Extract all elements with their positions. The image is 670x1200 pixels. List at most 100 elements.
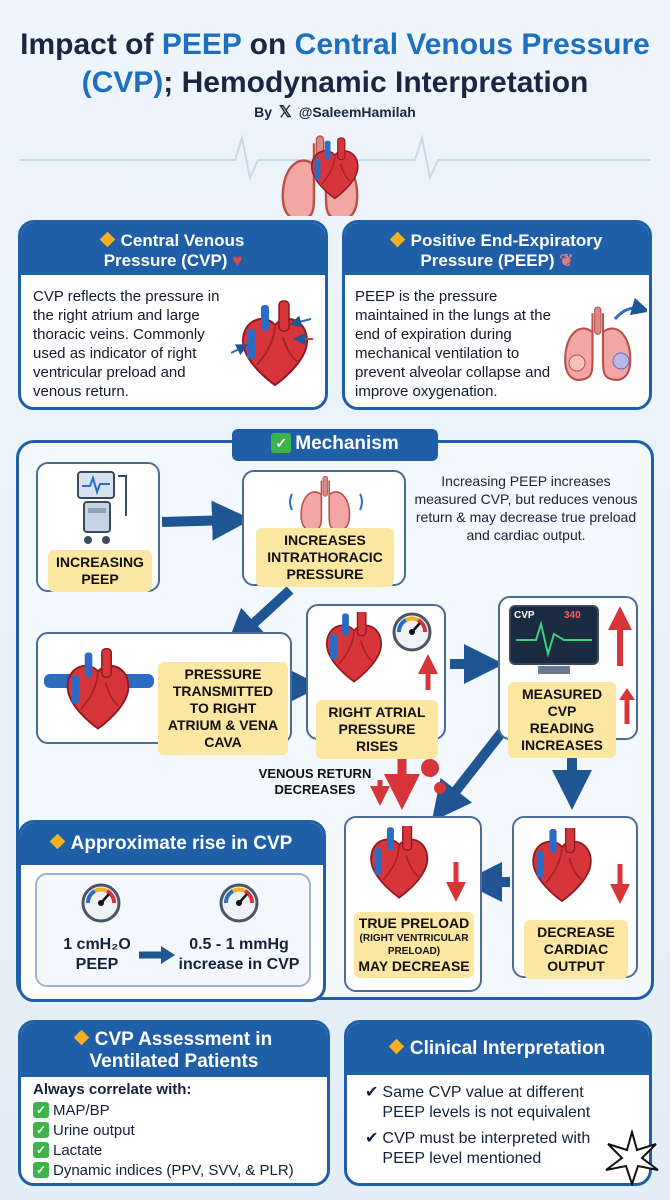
assessment-title: Ventilated Patients — [89, 1051, 259, 1072]
true-preload-sub: (RIGHT VENTRICULAR PRELOAD) — [359, 933, 469, 957]
true-preload-line: MAY DECREASE — [358, 958, 470, 974]
byline-handle: @SaleemHamilah — [298, 104, 416, 120]
mechanism-note: Increasing PEEP increases measured CVP, … — [414, 473, 638, 543]
step-cardiac-output: DECREASE CARDIAC OUTPUT — [512, 816, 638, 979]
step-label: MEASURED CVP READING INCREASES — [508, 682, 616, 758]
approx-left: 1 cmH₂O PEEP — [41, 935, 153, 975]
cvp-card-header: Central Venous Pressure (CVP) ♥ — [21, 223, 325, 275]
approx-inner — [35, 873, 311, 987]
clinical-header: Clinical Interpretation — [347, 1023, 649, 1075]
list-item-text: Same CVP value at different PEEP levels … — [382, 1084, 591, 1121]
mechanism-title: ✓Mechanism — [232, 429, 438, 461]
list-item-text: MAP/BP — [53, 1102, 110, 1119]
x-logo-icon: 𝕏 — [278, 104, 292, 121]
blood-cell-icon — [434, 782, 446, 794]
step-intrathoracic: INCREASES INTRATHORACIC PRESSURE — [242, 470, 406, 587]
blood-cell-icon — [421, 759, 439, 777]
title-peep: PEEP — [161, 28, 242, 61]
cvp-card: Central Venous Pressure (CVP) ♥ CVP refl… — [18, 220, 328, 410]
alveoli-lungs-icon — [564, 297, 647, 381]
gauge-icon — [81, 883, 121, 923]
step-label: INCREASING PEEP — [48, 550, 152, 592]
approx-card: Approximate rise in CVP 1 cmH₂O PEEP 0.5… — [18, 820, 326, 1002]
peep-card-title: Positive End-Expiratory — [410, 231, 603, 250]
heart-output-icon — [532, 828, 630, 904]
title-cvp-abbr: (CVP) — [81, 66, 164, 99]
approx-title: Approximate rise in CVP — [70, 833, 293, 854]
step-true-preload: TRUE PRELOAD (RIGHT VENTRICULAR PRELOAD)… — [344, 816, 482, 992]
list-item-text: Lactate — [53, 1142, 103, 1159]
list-item-text: Dynamic indices (PPV, SVV, & PLR) — [53, 1162, 294, 1179]
peep-card-title: Pressure (PEEP) — [420, 251, 555, 270]
heart-down-icon — [370, 826, 466, 902]
assessment-heading: Always correlate with: — [33, 1081, 192, 1098]
assessment-header: CVP Assessment in Ventilated Patients — [21, 1023, 327, 1077]
up-arrow-icon — [619, 688, 635, 724]
list-item: ✔Same CVP value at different PEEP levels… — [365, 1083, 627, 1123]
peep-card-text: PEEP is the pressure maintained in the l… — [355, 288, 551, 400]
title-text: Impact of — [20, 28, 162, 61]
sparkle-icon — [605, 1130, 659, 1186]
clinical-list: ✔Same CVP value at different PEEP levels… — [365, 1083, 627, 1169]
gauge-icon — [219, 883, 259, 923]
arrow-1 — [161, 500, 252, 541]
true-preload-line: TRUE PRELOAD — [358, 915, 470, 931]
peep-card: Positive End-Expiratory Pressure (PEEP) … — [342, 220, 652, 410]
byline-by: By — [254, 104, 273, 120]
assessment-title: CVP Assessment in — [94, 1029, 273, 1050]
assessment-list: ✓MAP/BP ✓Urine output ✓Lactate ✓Dynamic … — [33, 1101, 294, 1181]
diamond-icon — [73, 1030, 90, 1046]
checkmark-icon: ✓ — [33, 1102, 49, 1119]
venous-return-label: VENOUS RETURN DECREASES — [258, 766, 372, 797]
heart-gauge-icon — [325, 612, 438, 690]
list-item: ✓Urine output — [33, 1121, 294, 1141]
byline: By 𝕏 @SaleemHamilah — [0, 102, 670, 122]
monitor-value: 340 — [564, 610, 581, 621]
monitor-icon — [509, 605, 632, 674]
ecg-line-icon — [20, 134, 650, 182]
step-transmitted: PRESSURE TRANSMITTED TO RIGHT ATRIUM & V… — [36, 632, 292, 755]
approx-right-value: 0.5 - 1 mmHg — [189, 936, 289, 953]
list-item: ✓Dynamic indices (PPV, SVV, & PLR) — [33, 1161, 294, 1181]
title-cvp: Central Venous Pressure — [294, 28, 650, 61]
approx-left-unit: PEEP — [75, 956, 119, 973]
mechanism-title-text: Mechanism — [295, 433, 399, 454]
assessment-card: CVP Assessment in Ventilated Patients Al… — [18, 1020, 330, 1186]
approx-left-value: 1 cmH₂O — [63, 936, 131, 953]
clinical-card: Clinical Interpretation ✔Same CVP value … — [344, 1020, 652, 1186]
checkmark-icon: ✓ — [33, 1122, 49, 1139]
right-arrow-icon — [139, 946, 175, 964]
arrow-5 — [431, 728, 506, 822]
step-label: TRUE PRELOAD (RIGHT VENTRICULAR PRELOAD)… — [354, 912, 474, 978]
arrow-2 — [225, 586, 294, 650]
step-label: DECREASE CARDIAC OUTPUT — [524, 920, 628, 979]
approx-card-header: Approximate rise in CVP — [21, 823, 323, 865]
ventilator-icon — [77, 471, 127, 544]
approx-right: 0.5 - 1 mmHg increase in CVP — [171, 935, 307, 975]
approx-right-unit: increase in CVP — [178, 956, 300, 973]
cvp-card-title: Pressure (CVP) — [103, 251, 228, 270]
heart-anatomy-icon — [230, 300, 313, 386]
step-label: PRESSURE TRANSMITTED TO RIGHT ATRIUM & V… — [158, 662, 288, 755]
title-text: on — [241, 28, 295, 61]
page-title: Impact of PEEP on Central Venous Pressur… — [0, 26, 670, 102]
checkmark-icon: ✓ — [33, 1142, 49, 1159]
heart-icon: ♥ — [232, 251, 243, 270]
checkmark-icon: ✓ — [271, 432, 292, 453]
check-mark-icon: ✔ — [365, 1130, 379, 1147]
lungs-icon: ❦ — [559, 251, 574, 270]
step-measured-cvp: CVP 340 MEASURED CVP READING INCREASES — [498, 596, 638, 758]
step-ra-rises: RIGHT ATRIAL PRESSURE RISES — [306, 604, 446, 759]
list-item: ✓Lactate — [33, 1141, 294, 1161]
check-mark-icon: ✔ — [365, 1084, 379, 1101]
list-item-text: Urine output — [53, 1122, 135, 1139]
checkmark-icon: ✓ — [33, 1162, 49, 1179]
cvp-card-title: Central Venous — [120, 231, 245, 250]
list-item: ✓MAP/BP — [33, 1101, 294, 1121]
lungs-pressure-icon — [289, 476, 363, 530]
list-item: ✔CVP must be interpreted with PEEP level… — [365, 1129, 627, 1169]
monitor-label: CVP — [514, 610, 535, 621]
diamond-icon — [388, 1039, 405, 1055]
step-label: RIGHT ATRIAL PRESSURE RISES — [316, 700, 438, 759]
peep-card-header: Positive End-Expiratory Pressure (PEEP) … — [345, 223, 649, 275]
